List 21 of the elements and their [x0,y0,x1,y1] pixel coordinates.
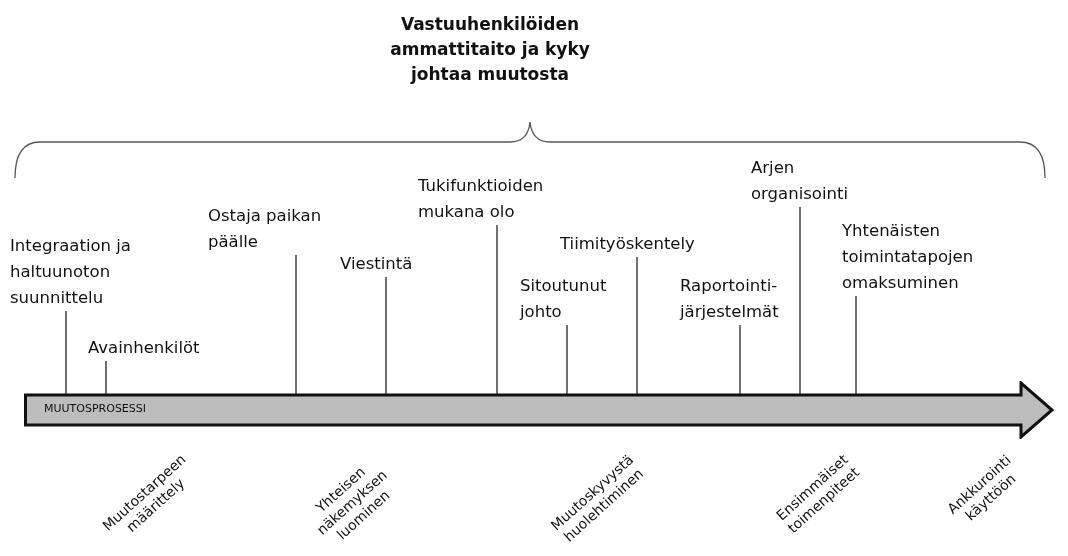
timeline-label: Sitoutunut johto [520,273,640,325]
timeline-label: Arjen organisointi [751,155,881,207]
leader-line [636,256,638,396]
arrow-label: MUUTOSPROSESSI [44,402,147,416]
leader-line [385,276,387,396]
leader-line [739,324,741,396]
timeline-label: Tukifunktioiden mukana olo [418,173,603,225]
heading: Vastuuhenkilöiden ammattitaito ja kyky johtaa muutosta [389,13,591,86]
timeline-label: Yhtenäisten toimintatapojen omaksuminen [842,218,1032,296]
leader-line [566,324,568,396]
leader-line [799,206,801,396]
timeline-label: Avainhenkilöt [88,335,228,361]
leader-line [496,224,498,396]
leader-line [295,254,297,396]
timeline-label: Integraation ja haltuunoton suunnittelu [10,233,185,311]
process-arrow [24,381,1054,439]
leader-line [65,310,67,396]
leader-line [105,360,107,396]
timeline-label: Raportointi- järjestelmät [680,273,805,325]
timeline-label: Tiimityöskentely [560,231,740,257]
leader-line [855,295,857,396]
